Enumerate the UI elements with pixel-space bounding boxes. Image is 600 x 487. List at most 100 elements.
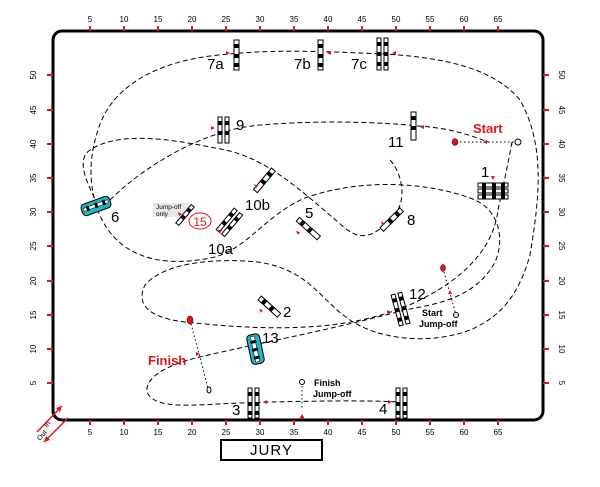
y-tick: 30 [543,208,566,217]
gate-in-label: In [43,420,52,429]
obstacle-5[interactable]: 5 [295,205,322,241]
svg-text:35: 35 [557,174,566,183]
svg-text:5: 5 [29,380,38,385]
svg-text:20: 20 [29,276,38,285]
svg-text:45: 45 [557,106,566,115]
svg-text:50: 50 [29,70,38,79]
obstacle-12[interactable]: 12 [387,286,426,327]
in-out-gate[interactable]: In Out [36,405,69,443]
svg-text:15: 15 [29,310,38,319]
svg-text:30: 30 [557,208,566,217]
x-tick: 20 [188,420,197,437]
x-tick: 10 [120,15,129,31]
svg-text:30: 30 [256,428,265,437]
svg-text:35: 35 [290,428,299,437]
obstacle-13[interactable]: 13 [246,330,279,365]
obstacle-label: 11 [388,134,404,151]
y-tick: 15 [543,311,566,320]
finish-jumpoff-label-1: Finish [314,378,341,388]
x-tick: 65 [494,15,503,31]
obstacle-label: 6 [111,209,119,226]
svg-text:15: 15 [154,428,163,437]
obstacle-label: 9 [236,117,244,134]
start-jumpoff-label-1: Start [422,308,443,318]
svg-text:50: 50 [392,15,401,24]
y-axis-left: 5 10 15 20 25 30 35 40 45 50 [29,70,53,385]
svg-text:20: 20 [557,277,566,286]
svg-text:5: 5 [88,15,93,24]
obstacle-label: 13 [262,330,279,347]
x-axis-top: 5 10 15 20 25 30 35 40 45 50 55 60 65 [88,15,503,31]
y-tick: 15 [29,310,53,319]
x-tick: 60 [460,15,469,31]
svg-text:55: 55 [426,15,435,24]
obstacle-label: 4 [379,401,387,418]
x-axis-bottom: 5 10 15 20 25 30 35 40 45 50 55 60 65 [88,420,503,437]
course-path [82,50,539,406]
x-tick: 45 [358,15,367,31]
svg-text:20: 20 [188,428,197,437]
svg-text:10: 10 [120,15,129,24]
obstacle-2[interactable]: 2 [257,295,291,321]
svg-text:40: 40 [557,140,566,149]
y-tick: 45 [543,106,566,115]
svg-text:45: 45 [29,105,38,114]
svg-text:60: 60 [460,15,469,24]
y-tick: 25 [29,241,53,250]
obstacle-9[interactable]: 9 [211,116,244,144]
finish-jumpoff-label-2: Jump-off [313,389,352,399]
obstacle-8[interactable]: 8 [379,207,415,233]
x-tick: 60 [460,420,469,437]
y-tick: 50 [543,71,566,80]
svg-text:25: 25 [222,15,231,24]
obstacle-7a[interactable]: 7a [207,39,240,73]
svg-text:45: 45 [358,15,367,24]
y-tick: 50 [29,70,53,79]
obstacle-label: 2 [283,304,291,321]
y-tick: 5 [29,380,53,385]
x-tick: 30 [256,15,265,31]
finish-jumpoff-marker: Finish Jump-off [299,378,352,419]
x-tick: 50 [392,15,401,31]
x-tick: 35 [290,420,299,437]
obstacle-15[interactable]: Jump-off only 15 [153,203,212,230]
obstacle-1[interactable]: 1 [477,164,509,200]
svg-text:65: 65 [494,15,503,24]
obstacle-label: 3 [232,402,240,419]
svg-text:40: 40 [29,139,38,148]
y-tick: 40 [543,140,566,149]
obstacle-10b[interactable]: 10b [245,167,277,214]
svg-text:40: 40 [324,428,333,437]
y-tick: 35 [543,174,566,183]
obstacle-4[interactable]: 4 [379,387,408,419]
obstacle-label: 7b [294,56,311,73]
svg-text:15: 15 [154,15,163,24]
obstacle-label: 15 [193,215,207,229]
svg-text:30: 30 [29,207,38,216]
y-tick: 10 [543,345,566,354]
y-tick: 40 [29,139,53,148]
svg-text:10: 10 [557,345,566,354]
svg-text:10: 10 [120,428,129,437]
svg-text:40: 40 [324,15,333,24]
x-tick: 65 [494,420,503,437]
jumpoff-path [189,141,518,410]
obstacle-7b[interactable]: 7b [294,39,331,73]
y-tick: 25 [543,242,566,251]
svg-text:25: 25 [557,242,566,251]
obstacle-7c[interactable]: 7c [351,37,396,73]
jumpoff-only-label-1: Jump-off [156,204,181,211]
obstacle-3[interactable]: 3 [232,387,267,419]
obstacle-10a[interactable]: 10a [208,207,244,258]
obstacle-6[interactable]: 6 [80,195,119,226]
svg-text:50: 50 [557,71,566,80]
svg-text:30: 30 [256,15,265,24]
x-tick: 15 [154,15,163,31]
x-tick: 40 [324,15,333,31]
start-jumpoff-label-2: Jump-off [419,319,458,329]
obstacle-11[interactable]: 11 [388,111,424,151]
x-tick: 55 [426,420,435,437]
svg-text:25: 25 [222,428,231,437]
x-tick: 5 [88,420,93,437]
x-tick: 55 [426,15,435,31]
